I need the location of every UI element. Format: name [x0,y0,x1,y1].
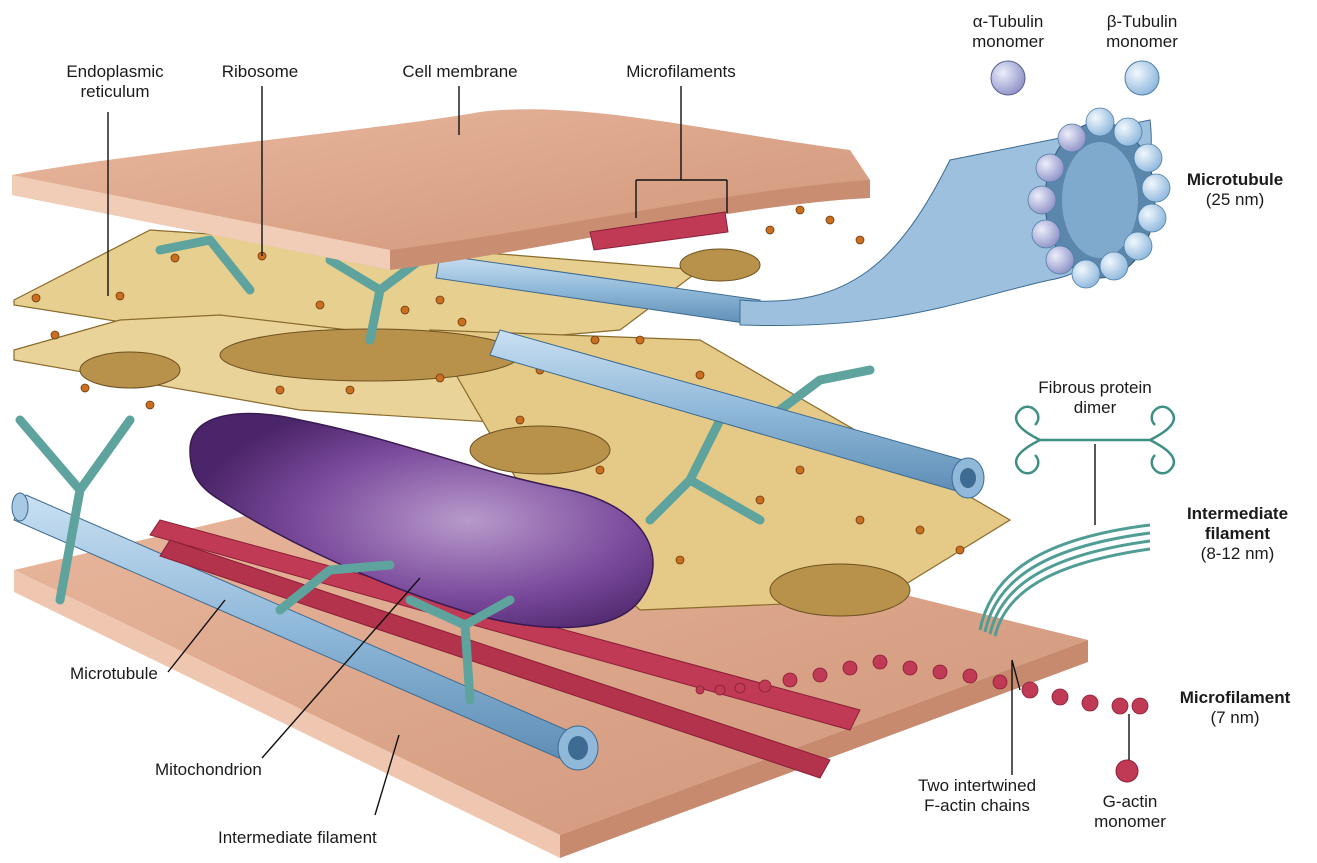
mitochondrion-label: Mitochondrion [155,760,262,780]
intermediate-filament-bundle [980,525,1150,636]
intermediate-filament-right-label: Intermediate filament (8-12 nm) [1165,504,1310,564]
endoplasmic-reticulum-label: Endoplasmic reticulum [40,62,190,102]
cell-membrane-label: Cell membrane [380,62,540,82]
beta-tubulin-label: β-Tubulin monomer [1082,12,1202,52]
intermediate-filament-bottom-label: Intermediate filament [218,828,377,848]
fibrous-protein-dimer-label: Fibrous protein dimer [1020,378,1170,418]
f-actin-label: Two intertwined F-actin chains [902,776,1052,816]
ribosome-label: Ribosome [200,62,320,82]
g-actin-monomer [1116,760,1138,782]
microtubule-left-label: Microtubule [70,664,158,684]
beta-tubulin-monomer [1125,61,1159,95]
g-actin-label: G-actin monomer [1070,792,1190,832]
alpha-tubulin-label: α-Tubulin monomer [948,12,1068,52]
microfilaments-label: Microfilaments [606,62,756,82]
microfilament-right-label: Microfilament (7 nm) [1160,688,1310,728]
microtubule-right-label: Microtubule (25 nm) [1170,170,1300,210]
alpha-tubulin-monomer [991,61,1025,95]
